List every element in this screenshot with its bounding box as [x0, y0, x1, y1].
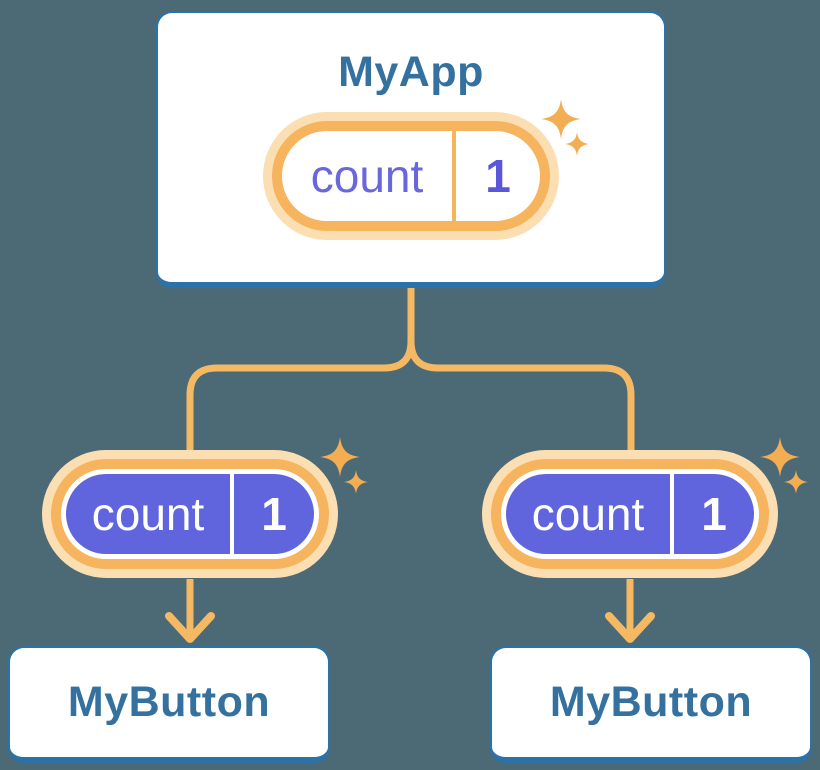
component-title: MyButton	[67, 677, 271, 726]
pill-divider	[230, 474, 234, 554]
prop-pill-left: count 1	[42, 437, 368, 578]
arrow-down-icon	[605, 612, 655, 643]
pill-divider	[670, 474, 674, 554]
pill-label: count	[310, 150, 424, 202]
pill-value: 1	[485, 150, 511, 202]
sparkle-icon	[541, 99, 589, 156]
component-card-mybutton-left: MyButton	[8, 646, 330, 763]
component-title: MyApp	[338, 48, 484, 96]
component-card-myapp: MyApp	[156, 11, 666, 288]
arrow-down-icon	[165, 612, 215, 643]
pill-label: count	[91, 488, 205, 540]
pill-value: 1	[261, 488, 287, 540]
pill-divider	[452, 131, 456, 221]
component-card-mybutton-right: MyButton	[490, 646, 812, 763]
sparkle-icon	[320, 437, 368, 494]
state-pill-root: count 1	[263, 99, 589, 240]
prop-pill-right: count 1	[482, 437, 808, 578]
pill-value: 1	[701, 488, 727, 540]
branch-right-line	[407, 340, 635, 452]
sparkle-icon	[760, 437, 808, 494]
pill-label: count	[531, 488, 645, 540]
component-title: MyButton	[549, 677, 753, 726]
